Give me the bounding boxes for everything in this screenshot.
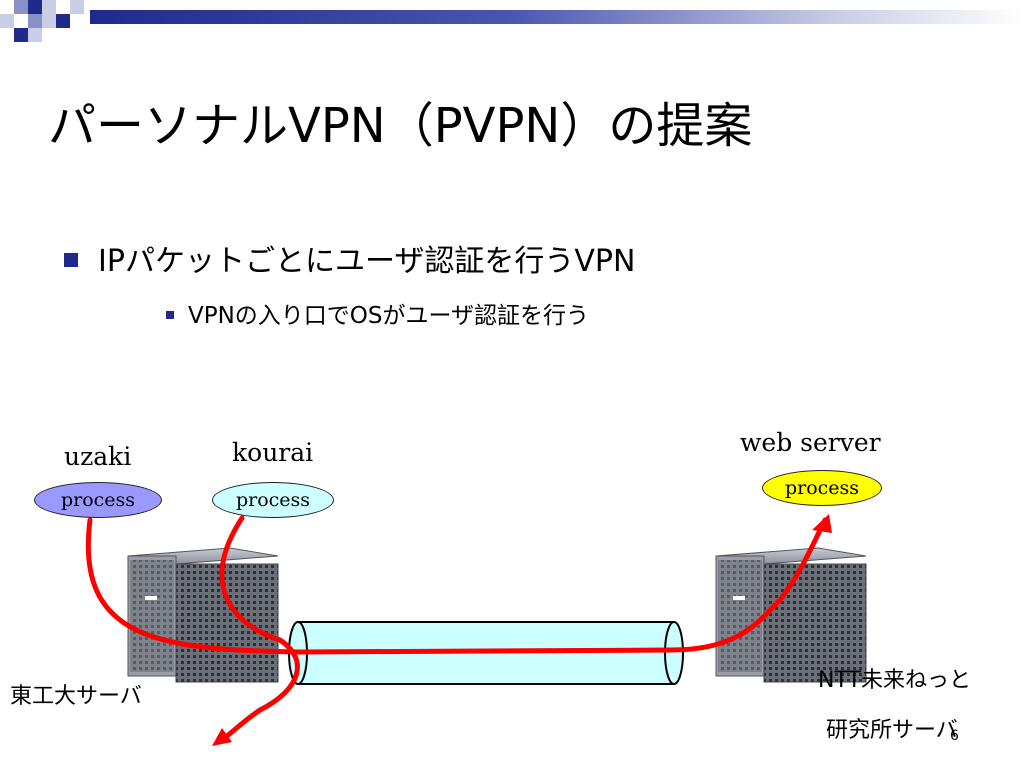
uzaki-path <box>85 517 828 655</box>
title-bar-decoration <box>90 10 1024 24</box>
arrowhead-icon <box>212 514 832 746</box>
process-node-web-server: process <box>762 470 882 506</box>
bullet-level-2: VPNの入り口でOSがユーザ認証を行う <box>166 296 589 330</box>
user-label-kourai: kourai <box>232 438 314 467</box>
process-node-kourai: process <box>212 482 334 518</box>
bullet-text: IPパケットごとにユーザ認証を行うVPN <box>98 244 636 279</box>
user-label-uzaki: uzaki <box>64 442 132 471</box>
kourai-path <box>219 515 300 743</box>
corner-decoration <box>0 0 84 42</box>
right-server-label-line1: NTT未来ねっと <box>818 668 971 693</box>
bullet-square-icon <box>166 310 174 319</box>
page-number: 6 <box>950 728 959 744</box>
bullet-level-1: IPパケットごとにユーザ認証を行うVPN <box>64 236 635 280</box>
right-server-icon <box>715 547 867 683</box>
traffic-paths <box>85 515 828 743</box>
bullet-text: VPNの入り口でOSがユーザ認証を行う <box>188 303 590 329</box>
bullet-square-icon <box>64 252 78 267</box>
right-server-label-line2: 研究所サーバ <box>826 718 958 743</box>
slide-title: パーソナルVPN（PVPN）の提案 <box>48 98 753 154</box>
process-node-uzaki: process <box>34 482 162 518</box>
left-server-label: 東工大サーバ <box>10 684 142 709</box>
user-label-web-server: web server <box>740 428 881 457</box>
left-server-icon <box>127 547 279 683</box>
